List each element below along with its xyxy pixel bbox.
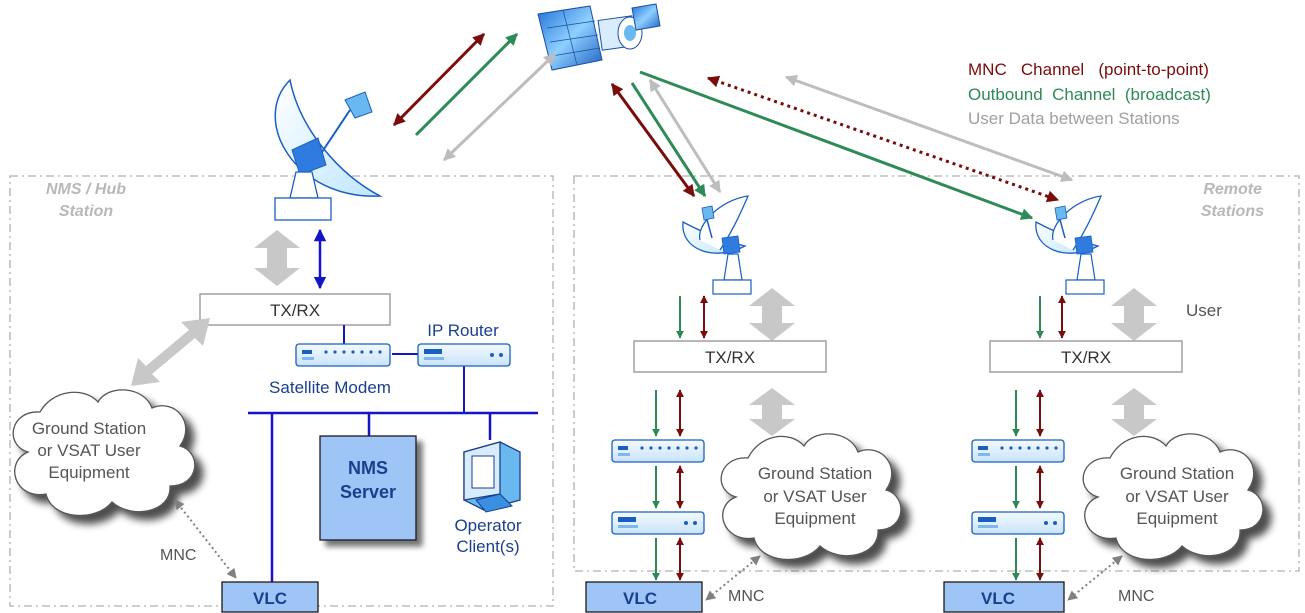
remote1-router-icon (611, 511, 705, 535)
legend-user-data: User Data between Stations (968, 109, 1180, 128)
remote2-ground-station-cloud (1082, 433, 1264, 560)
remote1-mnc-dotted-link (705, 555, 761, 601)
hub-cloud-label-line3: Equipment (48, 463, 130, 482)
remote2-userdata-arrow (784, 75, 1074, 182)
remote2-txrx-label: TX/RX (1061, 348, 1111, 367)
remote1-cloud-label-line2: or VSAT User (763, 487, 867, 506)
remote1-vlc-label: VLC (623, 589, 657, 608)
hub-userdata-arrow (442, 52, 557, 162)
remote1-txrx-label: TX/RX (705, 348, 755, 367)
operator-client-label: Operator (454, 516, 521, 535)
hub-txrx-label: TX/RX (270, 301, 320, 320)
remote1-mnc-label: MNC (728, 588, 764, 605)
remote2-satellite-modem-icon (971, 439, 1065, 463)
hub-cloud-label-line2: or VSAT User (37, 441, 141, 460)
hub-station-title-line2: Station (59, 203, 113, 220)
hub-mnc-dotted-link (174, 499, 237, 579)
hub-userdata-bidirectional-arrow (254, 230, 300, 286)
remote2-vlc-box (943, 581, 1065, 613)
satellite-icon (537, 3, 661, 71)
hub-dish-icon (274, 78, 383, 221)
satellite-modem-label: Satellite Modem (269, 378, 391, 397)
remote1-top-userdata-arrow (749, 288, 795, 341)
remote1-cloud-label-line3: Equipment (774, 509, 856, 528)
hub-station-title: NMS / Hub (46, 181, 126, 198)
hub-cloud-label: Ground Station (32, 419, 146, 438)
hub-mnc-label: MNC (160, 547, 196, 564)
hub-vlc-box (221, 581, 319, 613)
operator-client-label-line2: Client(s) (456, 537, 519, 556)
remote1-satellite-modem-icon (611, 439, 705, 463)
remote2-router-icon (971, 511, 1065, 535)
remote1-outbound-arrow (630, 82, 707, 198)
hub-ground-station-cloud (12, 389, 196, 516)
remote1-txrx-box (633, 340, 827, 373)
remote1-mnc-arrow (610, 83, 696, 197)
remote1-dish-icon (682, 195, 752, 295)
remote2-mnc-dotted-link (1067, 555, 1123, 601)
remote2-mnc-label: MNC (1118, 588, 1154, 605)
remote-stations-title: Remote (1203, 181, 1262, 198)
legend-outbound-channel: Outbound Channel (broadcast) (968, 85, 1211, 104)
remote2-vlc-label: VLC (981, 589, 1015, 608)
remote1-ground-station-cloud (720, 433, 902, 560)
remote2-bottom-userdata-arrow (1111, 388, 1157, 436)
remote1-cloud-label: Ground Station (758, 464, 872, 483)
remote2-top-userdata-arrow (1111, 288, 1157, 341)
remote2-cloud-label: Ground Station (1120, 464, 1234, 483)
hub-txrx-box (199, 293, 391, 326)
legend-mnc-channel: MNC Channel (point-to-point) (968, 60, 1209, 79)
nms-server-label-line2: Server (340, 482, 396, 502)
remote2-dish-icon (1035, 195, 1105, 295)
nms-server-label: NMS (348, 458, 388, 478)
hub-outbound-uplink-arrow (414, 32, 519, 137)
remote-stations-title-line2: Stations (1201, 203, 1264, 220)
remote2-cloud-label-line3: Equipment (1136, 509, 1218, 528)
remote-user-label: User (1186, 301, 1222, 320)
nms-server-box (319, 435, 417, 541)
remote1-vlc-box (585, 581, 703, 613)
ip-router-icon (417, 343, 511, 367)
remote2-cloud-label-line2: or VSAT User (1125, 487, 1229, 506)
hub-cloud-link-arrow (131, 318, 210, 386)
hub-vlc-label: VLC (253, 589, 287, 608)
ip-router-label: IP Router (427, 321, 499, 340)
remote2-txrx-box (989, 340, 1183, 373)
hub-mnc-uplink-arrow (392, 32, 486, 127)
operator-client-monitor-icon (463, 441, 521, 513)
satellite-modem-icon (295, 343, 391, 367)
remote1-bottom-userdata-arrow (749, 388, 795, 436)
